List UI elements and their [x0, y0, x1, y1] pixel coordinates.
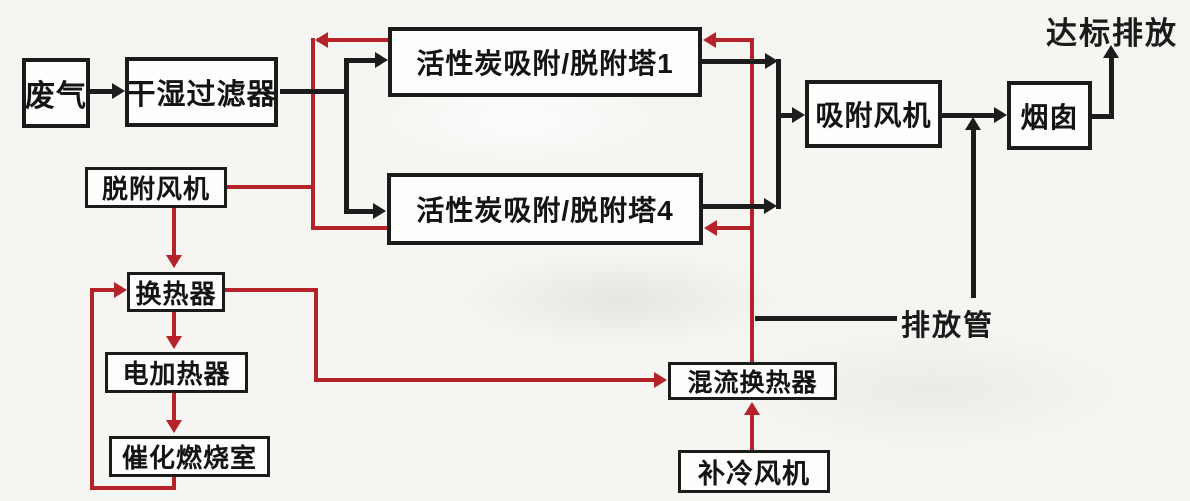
red-pipe-long-to-mixed-flow-hx [314, 378, 654, 382]
arrowhead-left-into-tower1 [703, 32, 716, 48]
node-desorption-fan-label: 脱附风机 [101, 174, 210, 204]
arrowhead-right-into-heat-exchanger [114, 282, 127, 298]
red-pipe-desorption-fan-out [227, 185, 313, 189]
node-tower4-label: 活性炭吸附/脱附塔4 [416, 195, 674, 226]
red-pipe-into-tower4-left [311, 226, 390, 230]
node-tower1-label: 活性炭吸附/脱附塔1 [416, 48, 674, 79]
node-tower1: 活性炭吸附/脱附塔1 [388, 27, 702, 97]
red-pipe-return-riser [90, 288, 94, 490]
arrowhead-up-into-mixed-flow-hx [744, 402, 760, 415]
node-supplementary-cooling-fan: 补冷风机 [678, 450, 830, 493]
node-heat-exchanger: 换热器 [127, 272, 225, 312]
arrowhead-left-into-left-riser [315, 32, 328, 48]
node-tower4: 活性炭吸附/脱附塔4 [387, 173, 703, 245]
node-mixed-flow-heat-exchanger: 混流换热器 [668, 362, 837, 400]
arrowhead-right-into-tower4 [373, 203, 386, 219]
red-pipe-cooling-fan-up [750, 413, 754, 450]
red-pipe-tower1-left-out [317, 38, 388, 42]
node-mixed-flow-heat-exchanger-label: 混流换热器 [687, 369, 818, 397]
red-pipe-drop-to-mixer-level [314, 288, 318, 382]
node-catalytic-combustion-chamber: 催化燃烧室 [109, 436, 270, 477]
arrowhead-left-into-tower4 [704, 220, 717, 236]
node-desorption-fan: 脱附风机 [85, 167, 227, 208]
arrowhead-down-into-electric-heater [166, 336, 182, 349]
black-pipe-tower-inlet-riser [344, 58, 349, 214]
black-pipe-tower4-out [703, 204, 765, 209]
label-compliant-discharge: 达标排放 [1046, 16, 1178, 51]
arrowhead-right-into-tower1 [375, 52, 388, 68]
red-pipe-return-into-heat-exchanger [94, 288, 114, 292]
node-supplementary-cooling-fan-label: 补冷风机 [698, 459, 810, 489]
black-pipe-discharge-horizontal [755, 316, 897, 321]
node-waste-gas-label: 废气 [25, 80, 87, 113]
arrowhead-right-into-filter [112, 83, 125, 99]
black-pipe-into-adsorption-fan [781, 113, 793, 118]
black-pipe-wastegas-out [90, 89, 115, 94]
red-pipe-left-riser [311, 38, 315, 230]
node-waste-gas: 废气 [22, 58, 90, 128]
black-pipe-fan-to-chimney [942, 113, 995, 118]
node-adsorption-fan-label: 吸附风机 [815, 100, 932, 131]
black-pipe-stack-riser [1109, 57, 1114, 119]
red-pipe-into-tower4-right [716, 226, 752, 230]
node-heat-exchanger-label: 换热器 [135, 278, 217, 309]
node-catalytic-combustion-chamber-label: 催化燃烧室 [121, 443, 257, 473]
arrowhead-right-tower4-to-riser [764, 198, 777, 214]
arrowhead-down-into-heat-exchanger [166, 255, 182, 268]
red-pipe-heat-exchanger-down [172, 312, 176, 337]
black-pipe-into-tower1 [344, 58, 376, 63]
red-pipe-into-tower1-right [716, 38, 752, 42]
red-pipe-electric-heater-down [172, 393, 176, 421]
black-pipe-discharge-riser [971, 129, 976, 298]
red-pipe-desorption-fan-down [172, 208, 176, 256]
arrowhead-right-into-adsorption-fan [792, 107, 805, 123]
node-electric-heater: 电加热器 [105, 352, 248, 393]
arrowhead-up-into-chimney-line [965, 117, 981, 130]
node-chimney: 烟囱 [1007, 81, 1092, 150]
arrowhead-right-into-mixed-flow-hx [654, 372, 667, 388]
arrowhead-right-into-chimney [994, 107, 1007, 123]
label-discharge-pipe: 排放管 [901, 310, 995, 342]
black-pipe-tower1-out [702, 59, 766, 64]
node-adsorption-fan: 吸附风机 [805, 80, 942, 148]
arrowhead-down-into-catalytic-chamber [166, 420, 182, 433]
red-pipe-heat-exchanger-right-out [225, 288, 316, 292]
node-electric-heater-label: 电加热器 [122, 359, 231, 389]
black-pipe-into-tower4 [344, 209, 374, 214]
node-chimney-label: 烟囱 [1020, 101, 1079, 133]
red-pipe-chamber-out-down [172, 477, 176, 490]
red-pipe-right-riser [750, 38, 754, 364]
arrowhead-right-tower1-to-riser [765, 53, 778, 69]
black-pipe-chimney-out [1092, 114, 1114, 119]
arrowhead-up-compliant-discharge [1103, 45, 1119, 58]
black-pipe-outlet-riser [776, 59, 781, 209]
red-pipe-return-bottom [90, 486, 176, 490]
node-dry-wet-filter-label: 干湿过滤器 [126, 79, 277, 111]
node-dry-wet-filter: 干湿过滤器 [125, 57, 278, 127]
black-pipe-filter-out [280, 89, 348, 94]
